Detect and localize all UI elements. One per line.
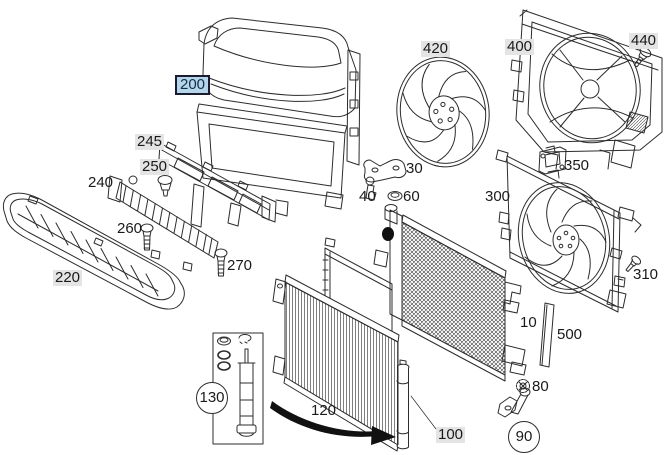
part-label-10[interactable]: 10 [520,314,537,331]
part-crossmember-245[interactable] [158,141,289,228]
part-label-270[interactable]: 270 [227,257,253,274]
part-aux-cooler-240[interactable] [107,175,219,272]
part-label-300[interactable]: 300 [485,188,511,205]
part-label-240[interactable]: 240 [88,174,114,191]
part-label-440[interactable]: 440 [629,32,659,49]
part-grommet-60[interactable] [387,191,403,201]
part-label-250[interactable]: 250 [140,158,170,175]
part-label-400[interactable]: 400 [505,38,535,55]
part-air-duct-200[interactable] [196,17,361,248]
part-label-260[interactable]: 260 [117,220,143,237]
part-label-310[interactable]: 310 [633,266,659,283]
part-label-500[interactable]: 500 [557,326,583,343]
part-label-420[interactable]: 420 [421,40,451,57]
part-washer-80[interactable] [516,379,530,393]
part-label-220[interactable]: 220 [53,269,83,286]
part-condenser-120[interactable] [272,274,400,452]
part-fan-assembly-300[interactable] [495,149,642,313]
part-label-30[interactable]: 30 [406,160,423,177]
part-screw-310[interactable] [613,255,642,288]
part-label-350[interactable]: 350 [564,157,590,174]
part-seal-strip-500[interactable] [539,302,555,368]
part-label-200[interactable]: 200 [175,75,211,95]
part-label-40[interactable]: 40 [359,188,376,205]
part-label-120[interactable]: 120 [311,402,337,419]
part-screw-260[interactable] [140,223,154,251]
part-label-130[interactable]: 130 [196,382,228,414]
part-bracket-30[interactable] [363,159,407,183]
part-label-245[interactable]: 245 [135,133,165,150]
part-label-60[interactable]: 60 [403,188,420,205]
part-label-100[interactable]: 100 [436,426,466,443]
part-fan-wheel-420[interactable] [390,51,496,173]
part-label-90[interactable]: 90 [508,421,540,453]
part-radiator-10[interactable] [373,204,527,382]
part-grille-220[interactable] [2,192,185,310]
part-receiver-drier-100[interactable] [396,359,437,450]
flow-arrow [270,401,396,445]
part-intermediate-panel [322,247,393,337]
part-module-350[interactable] [538,145,567,179]
part-screw-270[interactable] [214,248,228,277]
part-screw-40[interactable] [365,176,377,201]
part-label-80[interactable]: 80 [532,378,549,395]
part-fan-shroud-400[interactable] [510,9,663,170]
part-screw-250[interactable] [157,175,173,197]
part-bolt-90[interactable] [497,387,531,418]
